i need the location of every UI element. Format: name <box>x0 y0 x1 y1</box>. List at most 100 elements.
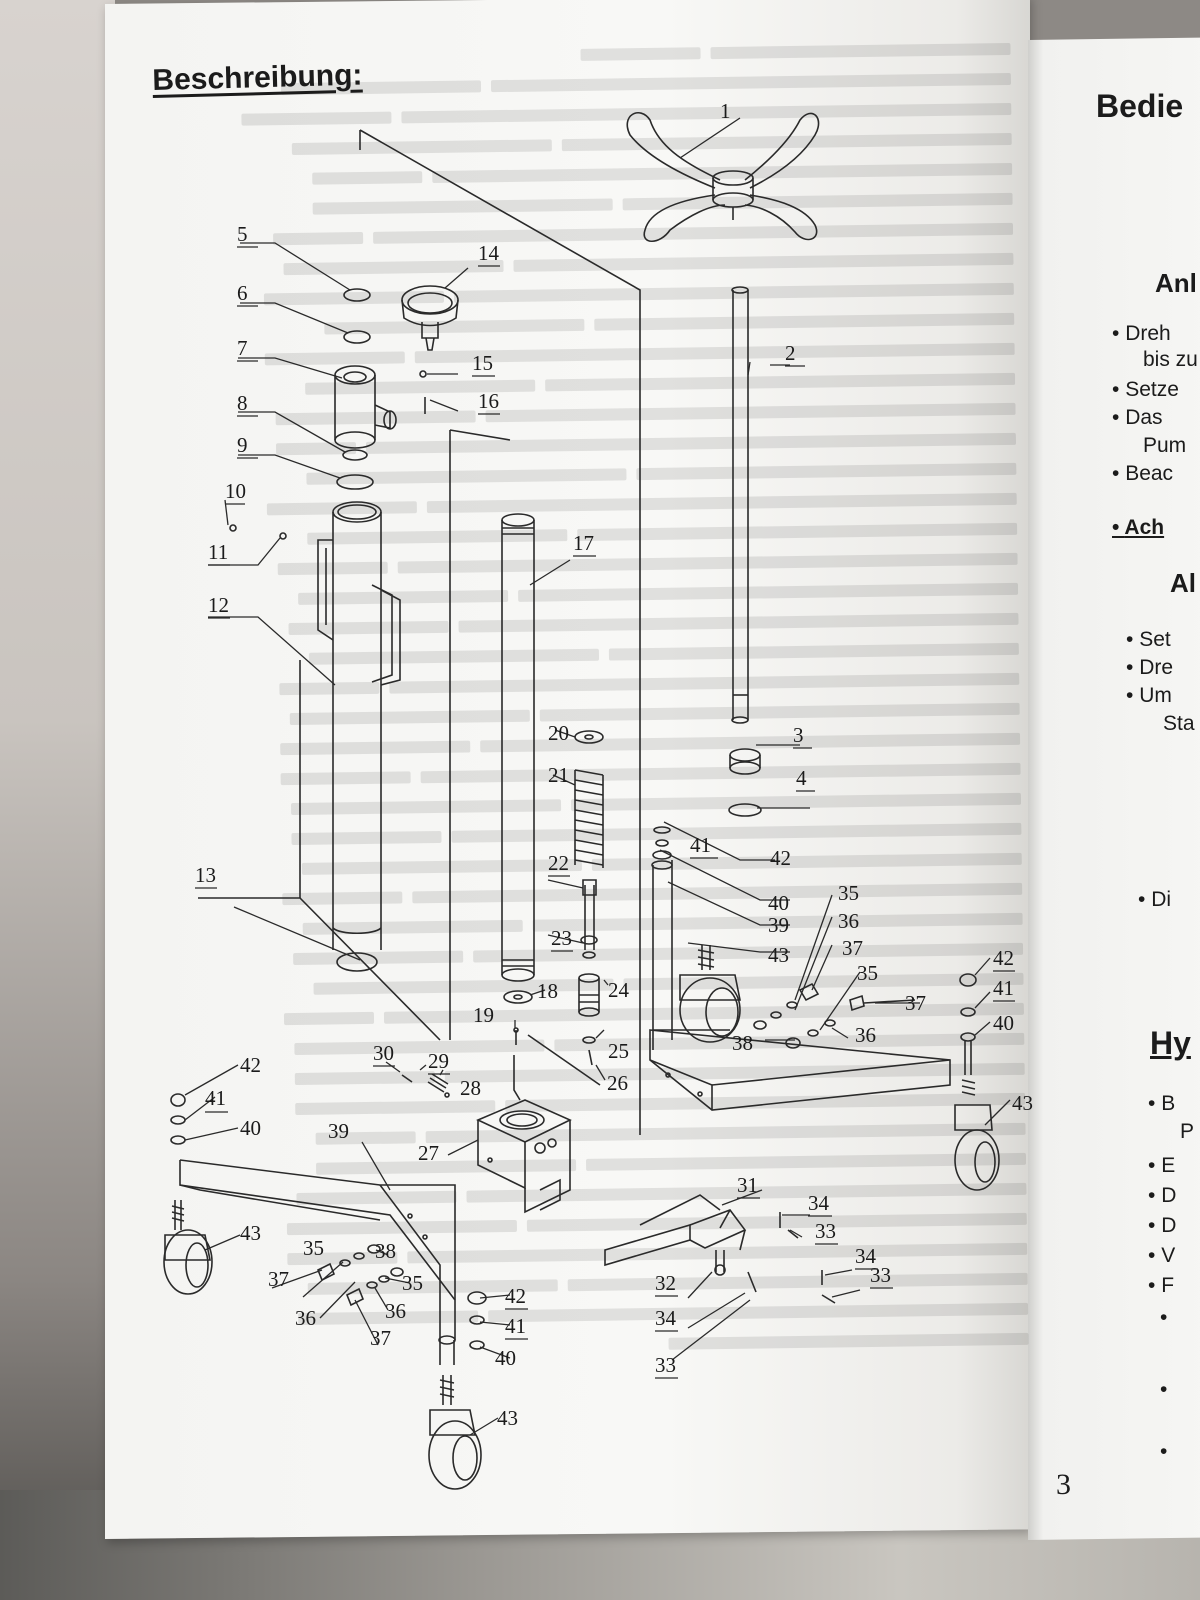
label-part-37c: 37 <box>268 1267 289 1291</box>
part-foot-pedal <box>604 1194 747 1267</box>
label-part-29: 29 <box>428 1049 449 1073</box>
part-castor-left-upper <box>163 1093 213 1295</box>
label-part-20: 20 <box>548 721 569 745</box>
bullet-1-text: Dreh <box>1125 322 1171 345</box>
label-part-43b: 43 <box>1012 1091 1033 1115</box>
bullet-8: • Um <box>1126 684 1172 707</box>
bullet-14-text: V <box>1161 1244 1176 1267</box>
label-part-1: 1 <box>720 99 731 123</box>
bullet-9: • Di <box>1138 888 1172 911</box>
label-part-40b: 40 <box>993 1011 1014 1035</box>
label-part-35d: 35 <box>402 1271 423 1295</box>
label-part-28: 28 <box>460 1076 481 1100</box>
bullet-7: • Dre <box>1126 656 1174 679</box>
part-fasteners-left <box>316 1244 404 1307</box>
part-left-leg <box>179 1159 456 1365</box>
bullet-8-cont: Sta <box>1163 712 1195 735</box>
part-right-leg <box>649 826 951 1111</box>
label-part-36c: 36 <box>385 1299 406 1323</box>
part-washer-18 <box>503 990 533 1004</box>
label-part-34c: 34 <box>655 1306 677 1330</box>
bullet-15: • F <box>1148 1274 1175 1297</box>
label-part-36d: 36 <box>295 1306 316 1330</box>
background-left <box>0 0 115 1600</box>
part-pins-15-16 <box>419 370 427 414</box>
label-part-35b: 35 <box>857 961 878 985</box>
part-castor-left-lower <box>428 1291 487 1490</box>
right-section-heading-3: Hy <box>1150 1025 1191 1061</box>
label-part-37a: 37 <box>842 936 863 960</box>
bullet-18: • <box>1160 1440 1168 1463</box>
label-part-40d: 40 <box>495 1346 516 1370</box>
label-part-13: 13 <box>195 863 216 887</box>
bullet-4-text: Beac <box>1125 462 1174 485</box>
label-part-43c: 43 <box>240 1221 261 1245</box>
bullet-1-cont: bis zu <box>1143 348 1198 371</box>
label-part-23: 23 <box>551 926 572 950</box>
part-fasteners-right <box>753 982 916 1049</box>
part-main-cylinder <box>317 501 401 950</box>
part-pedal-link <box>714 1250 726 1276</box>
label-part-2: 2 <box>785 341 796 365</box>
bullet-7-text: Dre <box>1139 656 1174 679</box>
label-part-37b: 37 <box>905 991 926 1015</box>
bullet-16: • <box>1160 1306 1168 1329</box>
bullet-14: • V <box>1148 1244 1176 1267</box>
label-part-33a: 33 <box>815 1219 836 1243</box>
label-part-3: 3 <box>793 723 804 747</box>
label-part-15: 15 <box>472 351 493 375</box>
part-tripod-head <box>626 112 820 243</box>
bullet-11: • E <box>1148 1154 1176 1177</box>
bullet-3-text: Das <box>1125 406 1163 429</box>
bullet-3-cont: Pum <box>1143 434 1187 457</box>
part-ring-13 <box>336 952 378 972</box>
label-part-43d: 43 <box>497 1406 518 1430</box>
bullet-13-text: D <box>1161 1214 1177 1237</box>
label-part-40c: 40 <box>240 1116 261 1140</box>
label-part-21: 21 <box>548 763 569 787</box>
leader-lines <box>184 117 1011 1436</box>
label-part-14: 14 <box>478 241 500 265</box>
bullet-10-cont: P <box>1180 1120 1195 1143</box>
label-part-16: 16 <box>478 389 499 413</box>
bullet-5: • Ach <box>1112 516 1165 539</box>
part-castor-right-lower <box>954 973 1000 1191</box>
bullet-12-text: D <box>1161 1184 1177 1207</box>
page-number: 3 <box>1056 1468 1071 1501</box>
bullet-10: • B <box>1148 1092 1176 1115</box>
part-outer-tube <box>501 513 535 982</box>
label-part-39b: 39 <box>328 1119 349 1143</box>
bullet-10-text: B <box>1161 1092 1176 1115</box>
label-part-18: 18 <box>537 979 558 1003</box>
bullet-9-text: Di <box>1151 888 1172 911</box>
label-part-42c: 42 <box>240 1053 261 1077</box>
label-part-37d: 37 <box>370 1326 391 1350</box>
part-rings-5-6 <box>343 288 371 344</box>
bullet-8-text: Um <box>1139 684 1172 707</box>
label-part-42b: 42 <box>993 946 1014 970</box>
frame-guides <box>198 129 641 1135</box>
part-pins-33-34 <box>747 1212 836 1304</box>
right-section-heading-2: Al <box>1170 568 1196 598</box>
label-part-33c: 33 <box>655 1353 676 1377</box>
label-part-43a: 43 <box>768 943 789 967</box>
label-part-12: 12 <box>208 593 229 617</box>
label-part-11: 11 <box>208 540 228 564</box>
part-pin-19 <box>513 1027 519 1045</box>
label-part-41a: 41 <box>690 833 711 857</box>
label-part-41c: 41 <box>205 1086 226 1110</box>
label-part-35a: 35 <box>838 881 859 905</box>
label-underlines <box>195 246 1015 1379</box>
label-part-38b: 38 <box>375 1239 396 1263</box>
bullet-15-text: F <box>1161 1274 1175 1297</box>
part-spring-28-30 <box>401 1073 450 1098</box>
label-part-40a: 40 <box>768 891 789 915</box>
bullet-12: • D <box>1148 1184 1177 1207</box>
bullet-6-text: Set <box>1139 628 1171 651</box>
bullet-13: • D <box>1148 1214 1177 1237</box>
part-screws-10-11 <box>229 524 287 540</box>
label-part-31: 31 <box>737 1173 758 1197</box>
bullet-5-text: Ach <box>1124 516 1165 539</box>
bullet-17: • <box>1160 1378 1168 1401</box>
